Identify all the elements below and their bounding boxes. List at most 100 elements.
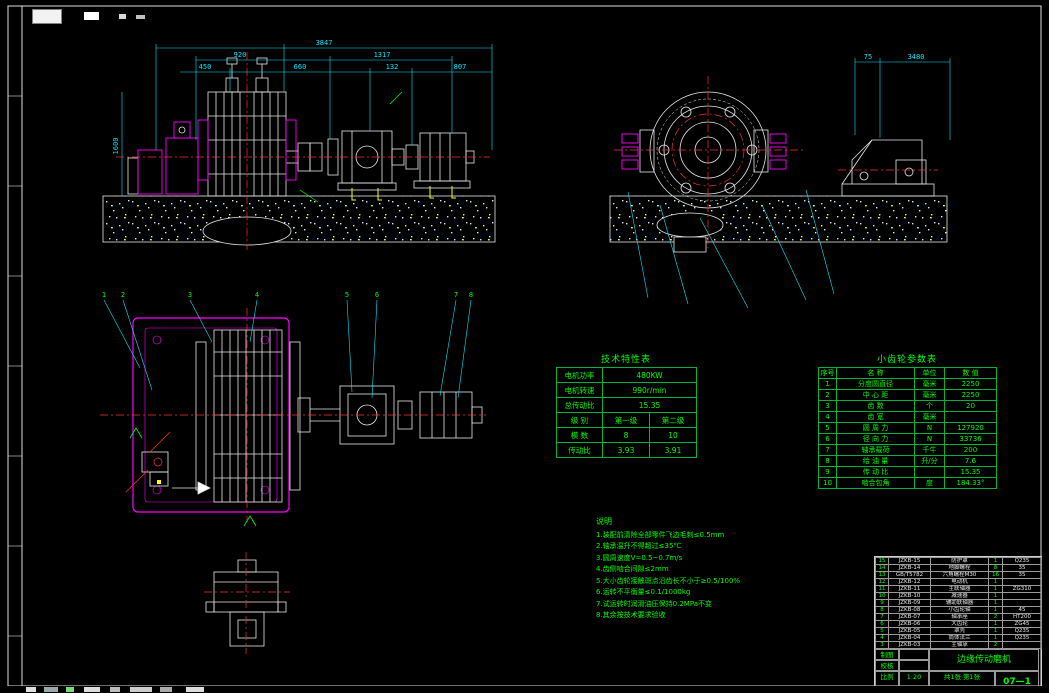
dimension-label: 5 [345, 291, 349, 299]
table-cell: 10 [648, 427, 698, 443]
table-cell: JZKB-09 [888, 599, 931, 607]
centerlines [100, 308, 486, 522]
drawn-label: 制图 [875, 649, 899, 660]
centerlines [116, 52, 490, 250]
table-cell: 轴承座 [930, 613, 989, 621]
table-row: 级 别第一级第二级 [556, 412, 698, 428]
toolbar-fragment[interactable] [32, 9, 62, 24]
drawing-title: 边缘传动磨机 [929, 649, 1039, 671]
yellow-mark [157, 480, 161, 484]
balloon-leader [249, 299, 258, 343]
table-cell: 度 [914, 477, 945, 489]
table-cell: 模 数 [556, 427, 603, 443]
table-cell: 8 [602, 427, 650, 443]
table-cell: 2 [818, 389, 837, 401]
table-cell: JZKB-10 [888, 592, 931, 600]
table-cell: 13 [875, 571, 889, 579]
taskbar-fragment[interactable] [110, 687, 120, 692]
taskbar-fragment[interactable] [130, 687, 152, 692]
table-cell: 3.91 [648, 442, 698, 458]
taskbar-fragment[interactable] [66, 687, 74, 692]
dimension-label: 75 [864, 53, 872, 61]
table-cell: JZKB-14 [888, 564, 931, 572]
taskbar-fragment[interactable] [84, 687, 100, 692]
dimension-label: 3480 [908, 53, 925, 61]
balloon-leader [346, 299, 353, 393]
dimension-label: 450 [199, 63, 212, 71]
balloon-leader [122, 299, 153, 391]
checked-label: 校核 [875, 660, 899, 671]
balloon-leader [189, 299, 213, 343]
toolbar-fragment[interactable] [136, 15, 145, 19]
taskbar-fragment[interactable] [26, 687, 36, 692]
dimension-label: 3847 [316, 39, 333, 47]
taskbar-fragment[interactable] [186, 687, 204, 692]
note-line: 2.轴承温升不得超过≤35℃ [596, 542, 682, 550]
table-cell: JZKB-06 [888, 620, 931, 628]
table-cell: HT200 [1002, 613, 1042, 621]
table-cell: 减速器 [930, 592, 989, 600]
toolbar-fragment[interactable] [119, 14, 126, 19]
dimension-labels-end: 75 3480 [864, 53, 925, 61]
table-cell: JZKB-03 [888, 641, 931, 649]
table-cell: 筒体法兰 [930, 634, 989, 642]
table-cell: 电机转速 [556, 382, 603, 398]
table-cell: 小齿轮轴 [930, 606, 989, 614]
mill-plan [213, 329, 283, 503]
table-cell: 4 [818, 411, 837, 423]
table-cell: 127920 [944, 422, 997, 434]
table-cell: 辅助联轴器 [930, 599, 989, 607]
dimension-label: 2 [121, 291, 125, 299]
table-cell: 10 [875, 592, 889, 600]
table-cell: 防护罩 [930, 557, 989, 565]
table-cell: 中 心 距 [836, 389, 915, 401]
table-cell: 35 [1002, 564, 1042, 572]
table-cell: 9 [875, 599, 889, 607]
table-cell: Q235 [1002, 627, 1042, 635]
note-line: 4.齿侧啮合间隙≤2mm [596, 565, 669, 573]
table-cell: 15.35 [601, 397, 698, 413]
dimension-label: 1317 [374, 51, 391, 59]
taskbar-fragment[interactable] [160, 687, 172, 692]
dimension-label: 4 [255, 291, 259, 299]
note-line: 1.装配前清除全部零件飞边毛刺≤0.5mm [596, 530, 725, 539]
pinion-pedestal [841, 183, 935, 197]
title-block-fields: 制图 边缘传动磨机 校核 比例 1:20 共1张 第1张 07—1 [875, 649, 1041, 693]
dimension-label: 660 [294, 63, 307, 71]
table-cell [914, 466, 945, 478]
table-cell: 1 [988, 592, 1003, 600]
table-cell: 1 [818, 378, 837, 390]
table-cell: 14 [875, 564, 889, 572]
foundation-hatch [609, 195, 948, 243]
toolbar-fragment[interactable] [84, 12, 99, 20]
table-cell: 990r/min [601, 382, 698, 398]
table-cell: 啮合包角 [836, 477, 915, 489]
table-cell: Q235 [1002, 634, 1042, 642]
green-marks [299, 91, 403, 203]
balloon-leader [371, 299, 378, 399]
table-cell: 3 [875, 641, 889, 649]
table-cell: 名 称 [836, 367, 915, 379]
table-cell: 地脚螺栓 [930, 564, 989, 572]
dimension-label: 132 [386, 63, 399, 71]
table-cell: 8 [988, 564, 1003, 572]
taskbar-fragment[interactable] [44, 687, 58, 692]
table-cell: 1 [988, 557, 1003, 565]
